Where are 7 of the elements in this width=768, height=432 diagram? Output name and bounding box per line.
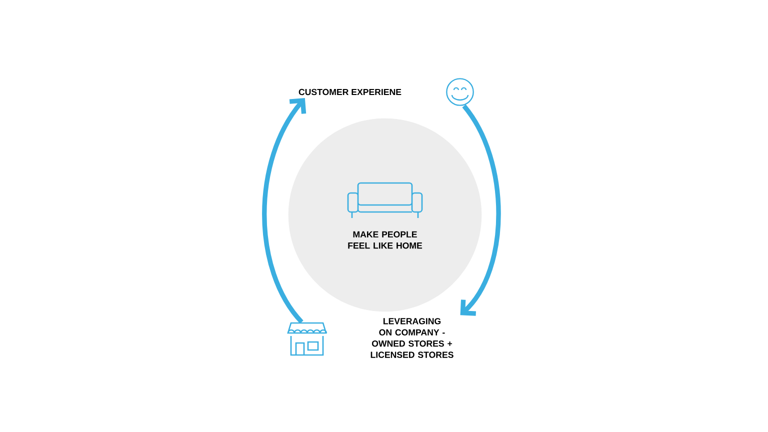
smiley-icon — [446, 78, 474, 106]
circle-node: MAKE PEOPLE FEEL LIKE HOME — [288, 118, 482, 312]
store-icon — [287, 322, 328, 356]
arrow — [262, 98, 306, 324]
heading-text: CUSTOMER EXPERIENE — [298, 88, 402, 96]
store-text: LEVERAGING ON COMPANY - OWNED STORES + LICENSED STORES — [370, 318, 454, 358]
arrow — [460, 104, 501, 316]
